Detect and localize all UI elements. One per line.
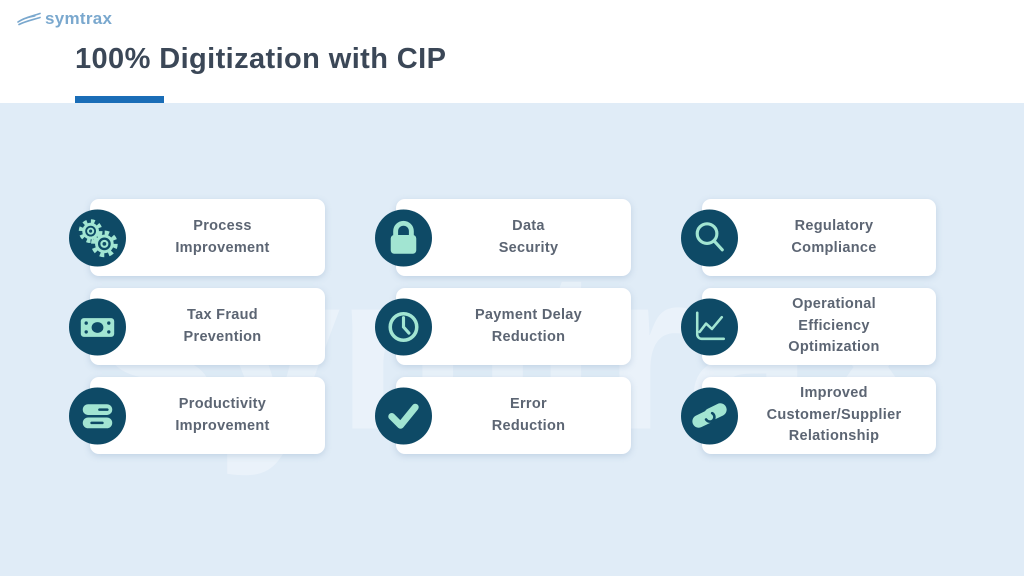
symtrax-logo: symtrax — [16, 9, 112, 29]
magnifier-icon — [681, 209, 738, 266]
card-label: Error Reduction — [491, 396, 566, 434]
banknote-icon — [69, 298, 126, 355]
title-underline — [75, 96, 164, 103]
page-title: 100% Digitization with CIP — [75, 43, 447, 75]
card-label: Process Improvement — [175, 218, 270, 256]
line-chart-icon — [681, 298, 738, 355]
card-productivity-improvement: Productivity Improvement — [69, 377, 325, 454]
handshake-icon — [681, 387, 738, 444]
clock-icon — [375, 298, 432, 355]
slide-body: symtrax Process Improvement — [0, 103, 1024, 576]
card-data-security: Data Security — [375, 199, 631, 276]
card-label: Regulatory Compliance — [791, 218, 877, 256]
card-label: Tax Fraud Prevention — [183, 307, 262, 345]
card-label: Productivity Improvement — [175, 396, 270, 434]
benefit-cards-grid: Process Improvement Data Security Regula… — [69, 199, 936, 454]
gears-icon — [69, 209, 126, 266]
card-regulatory-compliance: Regulatory Compliance — [681, 199, 936, 276]
stacked-bars-icon — [69, 387, 126, 444]
logo-text: symtrax — [45, 9, 113, 28]
card-label: Payment Delay Reduction — [474, 307, 583, 345]
card-label: Data Security — [498, 218, 559, 256]
card-improved-relationship: Improved Customer/Supplier Relationship — [681, 377, 936, 454]
card-process-improvement: Process Improvement — [69, 199, 325, 276]
card-label: Operational Efficiency Optimization — [788, 296, 880, 356]
card-operational-efficiency: Operational Efficiency Optimization — [681, 288, 936, 365]
card-tax-fraud-prevention: Tax Fraud Prevention — [69, 288, 325, 365]
card-error-reduction: Error Reduction — [375, 377, 631, 454]
card-label: Improved Customer/Supplier Relationship — [766, 385, 902, 445]
swoosh-icon — [17, 12, 41, 26]
lock-icon — [375, 209, 432, 266]
checkmark-icon — [375, 387, 432, 444]
slide-header: symtrax 100% Digitization with CIP — [0, 0, 1024, 103]
card-payment-delay-reduction: Payment Delay Reduction — [375, 288, 631, 365]
